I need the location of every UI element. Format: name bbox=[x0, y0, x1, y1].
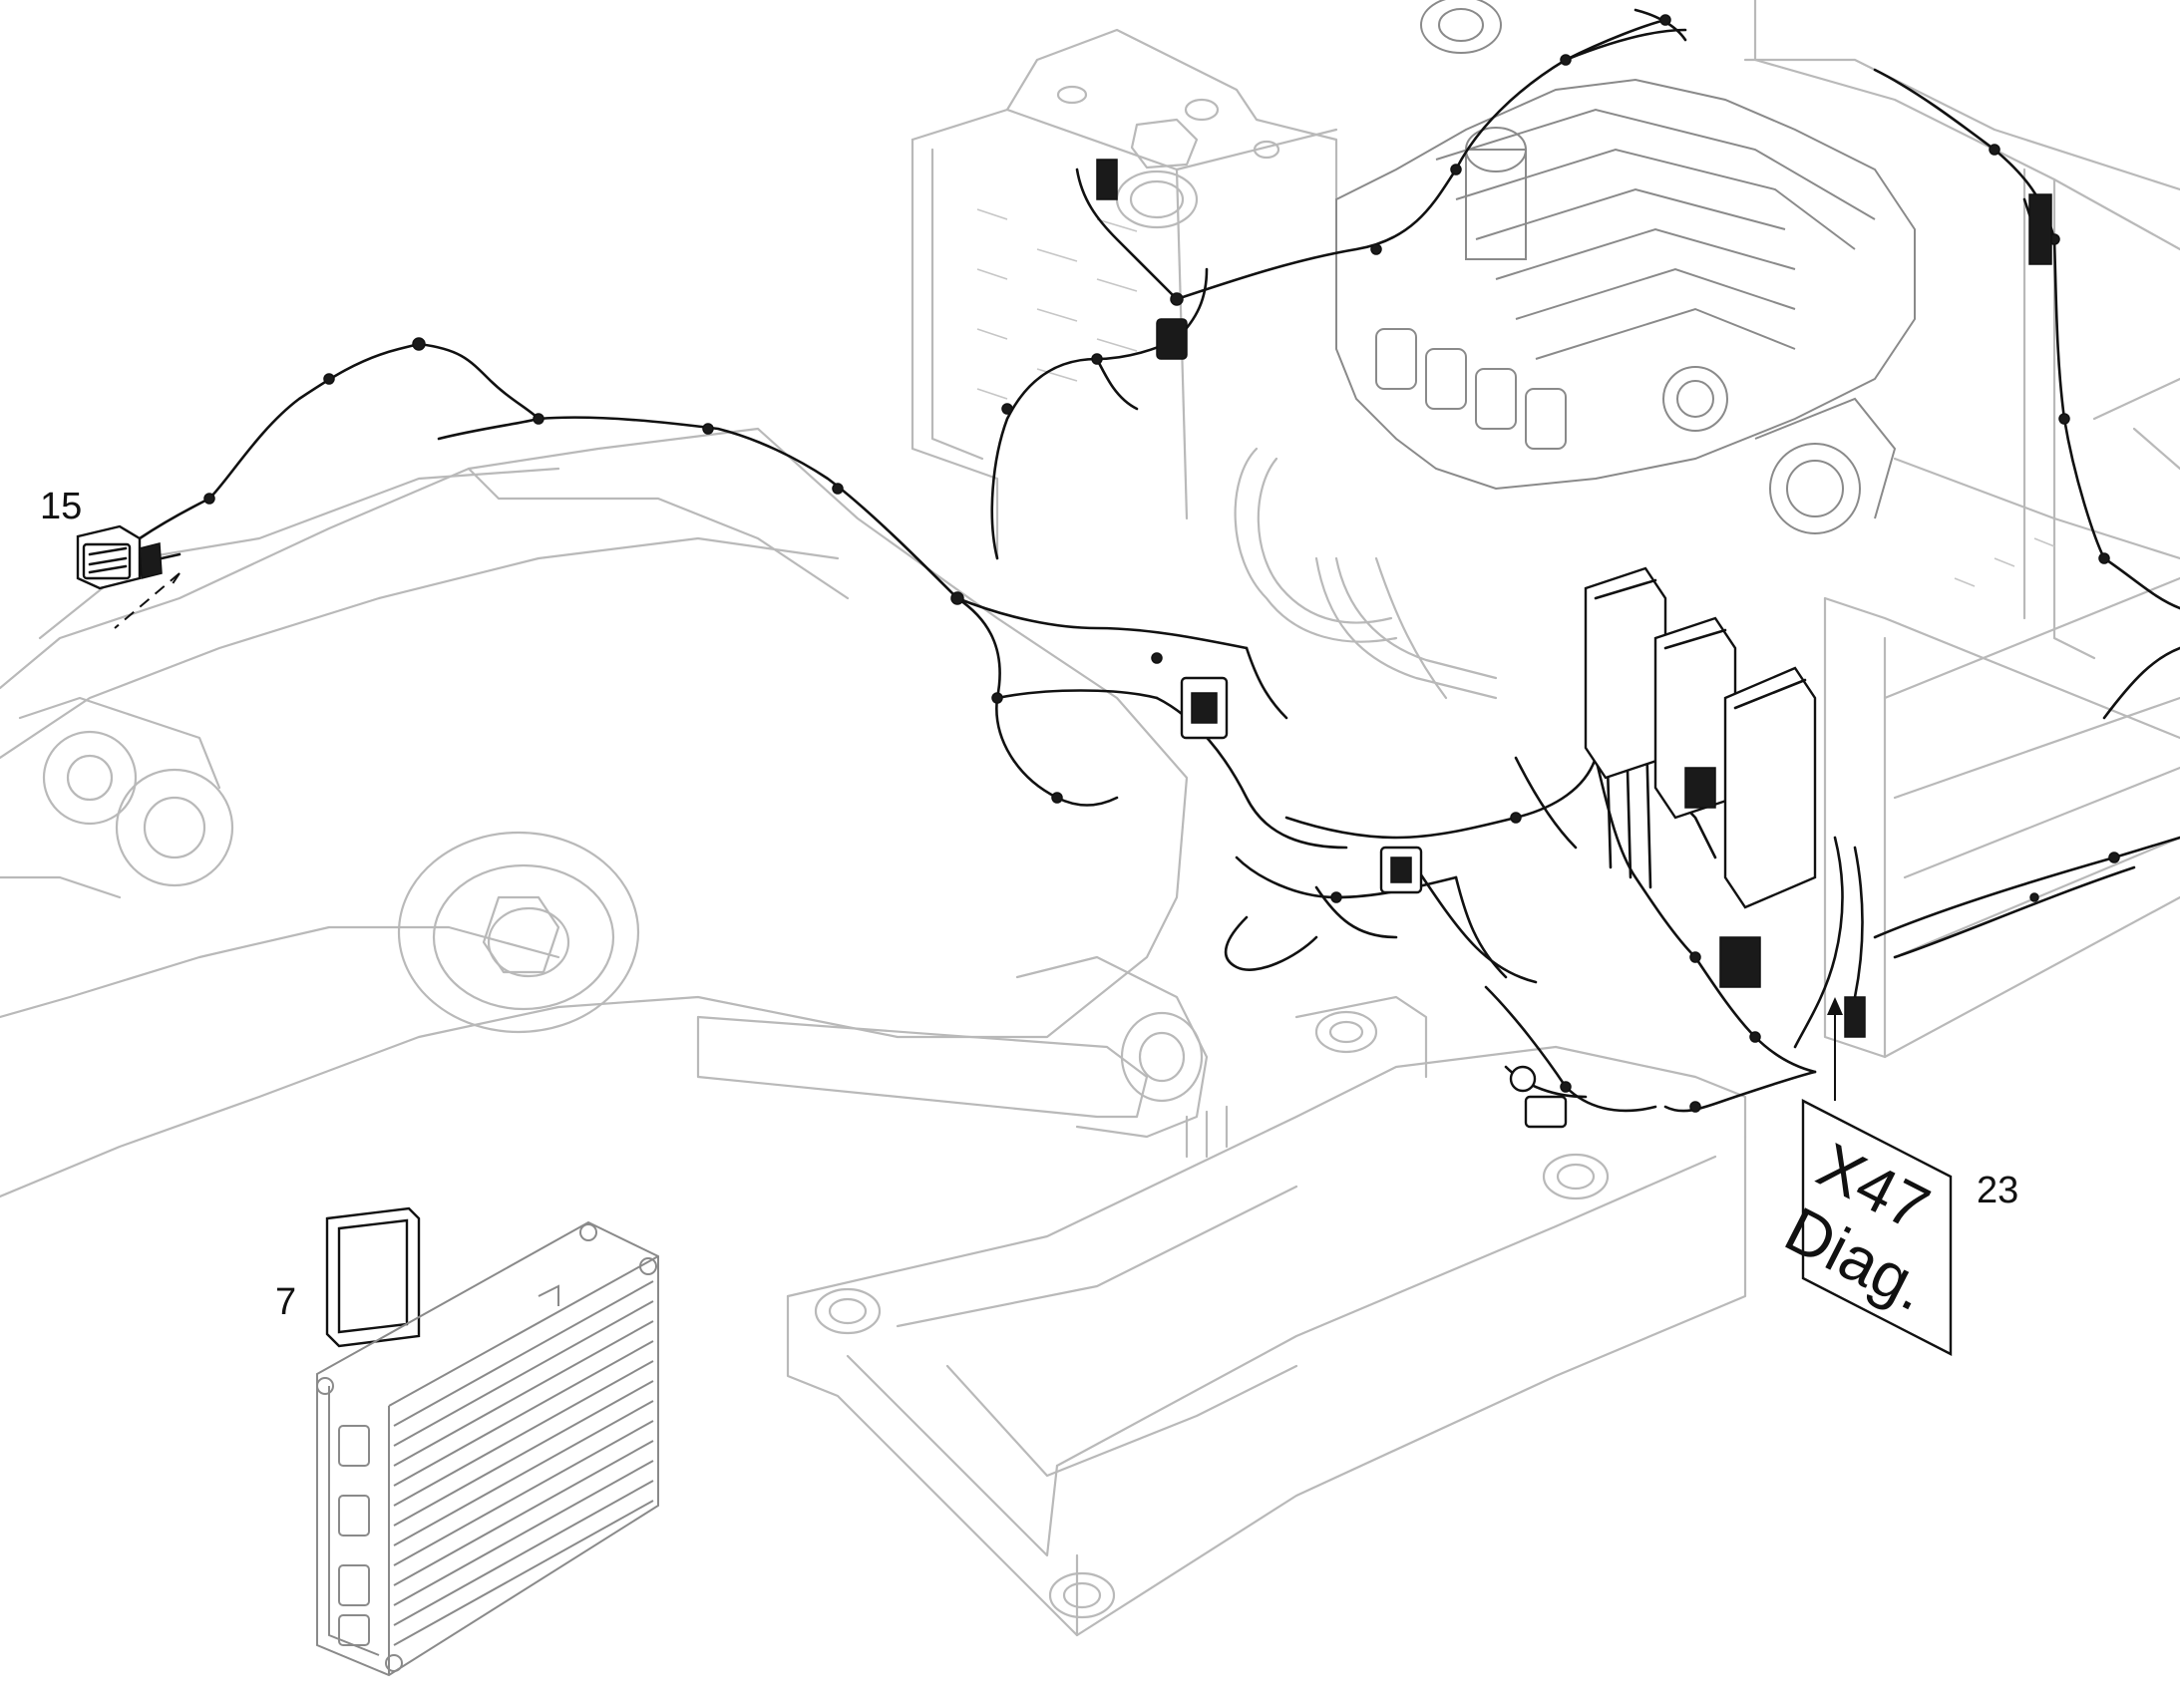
radiator-fins bbox=[393, 1280, 654, 1646]
connector-blocks bbox=[1096, 159, 2052, 1129]
right-frame bbox=[1743, 0, 2180, 1059]
engine bbox=[1234, 0, 1916, 700]
callout-15: 15 bbox=[40, 486, 82, 527]
diagnostic-decal-part-23[interactable]: X47 Diag. bbox=[1774, 997, 1972, 1356]
gasket-part-7[interactable] bbox=[325, 1206, 421, 1348]
undercarriage-frame bbox=[786, 995, 1747, 1637]
callout-23: 23 bbox=[1977, 1170, 2018, 1211]
wiring-harness bbox=[138, 8, 2180, 1129]
tank-housing bbox=[910, 28, 1338, 560]
machine-outline bbox=[0, 0, 2180, 1637]
control-units bbox=[1584, 566, 1817, 909]
callout-7: 7 bbox=[275, 1281, 296, 1323]
cooler-radiator bbox=[316, 1220, 659, 1677]
work-lamp-part-15[interactable] bbox=[76, 524, 182, 629]
harness-clips bbox=[203, 14, 2120, 1113]
boom-arm bbox=[0, 427, 1209, 1198]
